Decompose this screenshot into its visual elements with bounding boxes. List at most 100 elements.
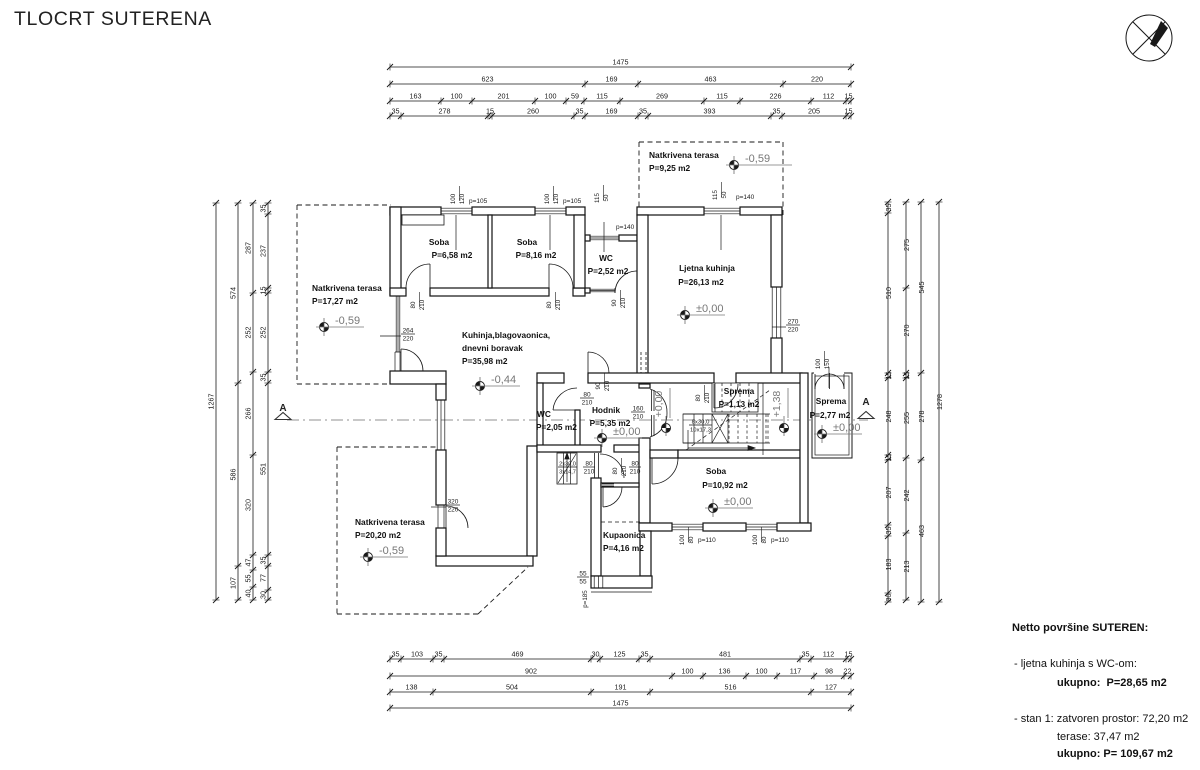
svg-text:210: 210 [633, 414, 644, 421]
svg-text:-0,44: -0,44 [491, 374, 516, 386]
svg-text:35: 35 [392, 650, 400, 659]
svg-text:59: 59 [571, 92, 579, 101]
svg-text:p=110: p=110 [698, 537, 716, 544]
svg-text:481: 481 [719, 650, 731, 659]
svg-text:205: 205 [808, 107, 820, 116]
svg-text:100: 100 [679, 534, 686, 545]
svg-text:210: 210 [630, 469, 641, 476]
svg-text:50: 50 [721, 191, 728, 198]
svg-text:55: 55 [579, 571, 587, 578]
svg-text:P=8,16 m2: P=8,16 m2 [516, 250, 557, 260]
svg-text:207: 207 [884, 487, 893, 499]
svg-text:98: 98 [825, 667, 833, 676]
svg-text:1475: 1475 [613, 58, 629, 67]
svg-text:terase: 37,47 m2: terase: 37,47 m2 [1057, 731, 1140, 743]
svg-text:P=20,20 m2: P=20,20 m2 [355, 530, 401, 540]
svg-text:±0,00: ±0,00 [724, 496, 751, 508]
svg-text:P=2,52 m2: P=2,52 m2 [588, 266, 629, 276]
svg-text:504: 504 [506, 683, 518, 692]
svg-text:100: 100 [752, 534, 759, 545]
svg-text:35: 35 [802, 650, 810, 659]
svg-text:P=2,77 m2: P=2,77 m2 [810, 410, 851, 420]
svg-text:115: 115 [712, 190, 719, 200]
svg-text:100: 100 [815, 358, 822, 369]
svg-text:p=185: p=185 [582, 590, 589, 608]
svg-text:169: 169 [606, 75, 618, 84]
svg-text:210: 210 [584, 469, 595, 476]
svg-text:-0,59: -0,59 [745, 153, 770, 165]
svg-text:115: 115 [594, 193, 601, 203]
svg-text:-0,59: -0,59 [335, 315, 360, 327]
svg-text:P=10,92 m2: P=10,92 m2 [702, 480, 748, 490]
svg-text:15: 15 [845, 650, 853, 659]
svg-text:210: 210 [555, 299, 562, 310]
svg-text:A: A [862, 397, 869, 408]
svg-text:80: 80 [695, 394, 702, 401]
svg-text:±0,00: ±0,00 [613, 426, 640, 438]
svg-text:90: 90 [595, 382, 602, 389]
svg-text:77: 77 [259, 574, 268, 582]
svg-text:Natkrivena terasa: Natkrivena terasa [312, 283, 382, 293]
svg-text:55: 55 [244, 575, 253, 583]
svg-text:WC: WC [537, 409, 551, 419]
svg-text:278: 278 [439, 107, 451, 116]
svg-text:15: 15 [884, 372, 893, 380]
svg-text:Soba: Soba [429, 237, 450, 247]
svg-text:Sprema: Sprema [816, 396, 847, 406]
svg-text:220: 220 [448, 507, 459, 514]
svg-text:15: 15 [486, 107, 494, 116]
svg-text:287: 287 [244, 242, 253, 254]
svg-text:2x30,0: 2x30,0 [559, 462, 576, 468]
svg-text:35: 35 [392, 107, 400, 116]
svg-text:163: 163 [410, 92, 422, 101]
svg-text:269: 269 [656, 92, 668, 101]
svg-text:15: 15 [884, 454, 893, 462]
svg-text:115: 115 [596, 92, 607, 101]
svg-text:125: 125 [614, 650, 626, 659]
svg-text:35: 35 [641, 650, 649, 659]
svg-text:220: 220 [403, 336, 414, 343]
svg-text:15: 15 [902, 372, 911, 380]
svg-text:112: 112 [823, 92, 834, 101]
svg-text:112: 112 [823, 650, 834, 659]
svg-text:Natkrivena terasa: Natkrivena terasa [355, 517, 425, 527]
svg-text:p=105: p=105 [563, 198, 582, 205]
svg-text:210: 210 [419, 299, 426, 310]
svg-text:545: 545 [917, 282, 926, 294]
svg-text:Soba: Soba [706, 466, 727, 476]
svg-text:255: 255 [902, 412, 911, 424]
svg-text:516: 516 [725, 683, 737, 692]
svg-text:463: 463 [917, 525, 926, 537]
svg-text:+1,38: +1,38 [771, 391, 783, 418]
svg-text:127: 127 [825, 683, 837, 692]
svg-text:623: 623 [482, 75, 494, 84]
svg-text:p=140: p=140 [616, 224, 635, 231]
svg-text:80: 80 [688, 536, 695, 543]
svg-text:Soba: Soba [517, 237, 538, 247]
svg-text:P=4,16 m2: P=4,16 m2 [603, 543, 644, 553]
svg-text:P=2,05 m2: P=2,05 m2 [536, 422, 577, 432]
svg-text:- ljetna kuhinja s WC-om:: - ljetna kuhinja s WC-om: [1014, 658, 1137, 670]
svg-text:252: 252 [244, 327, 253, 339]
svg-text:±0,00: ±0,00 [833, 422, 860, 434]
svg-text:210: 210 [620, 297, 627, 308]
svg-text:80: 80 [585, 461, 593, 468]
svg-text:80: 80 [761, 536, 768, 543]
svg-text:Sprema: Sprema [724, 386, 755, 396]
svg-text:260: 260 [527, 107, 539, 116]
svg-text:220: 220 [811, 75, 823, 84]
svg-text:3x14,7: 3x14,7 [559, 470, 576, 476]
svg-text:P=26,13 m2: P=26,13 m2 [678, 277, 724, 287]
svg-text:Netto površine SUTEREN:: Netto površine SUTEREN: [1012, 622, 1148, 634]
svg-text:35: 35 [884, 204, 893, 212]
svg-text:226: 226 [770, 92, 782, 101]
svg-text:551: 551 [259, 463, 268, 475]
svg-text:+0,00: +0,00 [653, 391, 665, 418]
svg-text:90: 90 [611, 299, 618, 306]
svg-text:160: 160 [633, 406, 644, 413]
svg-text:275: 275 [902, 239, 911, 251]
svg-text:469: 469 [512, 650, 524, 659]
svg-text:55: 55 [579, 579, 587, 586]
svg-text:169: 169 [606, 107, 618, 116]
svg-text:35: 35 [884, 527, 893, 535]
